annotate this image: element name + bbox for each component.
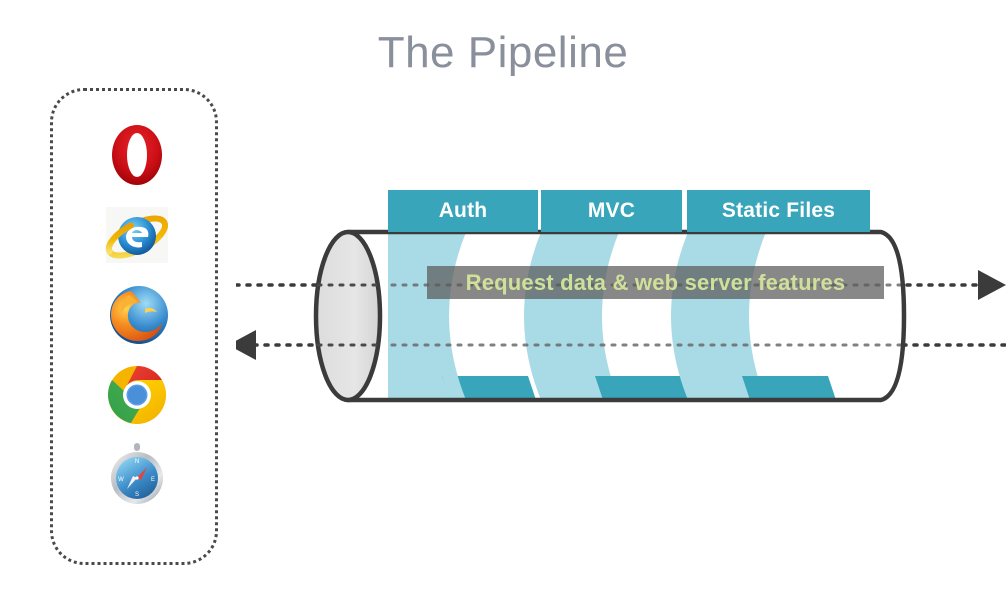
firefox-icon[interactable] xyxy=(101,279,173,351)
middleware-label-mvc[interactable]: MVC xyxy=(541,190,682,232)
request-banner-text: Request data & web server features xyxy=(465,269,846,295)
chrome-icon[interactable] xyxy=(101,359,173,431)
opera-icon[interactable] xyxy=(101,119,173,191)
pipeline-left-cap xyxy=(313,229,383,403)
svg-text:N: N xyxy=(135,459,139,465)
browser-group: N S W E xyxy=(50,88,218,565)
svg-text:E: E xyxy=(151,477,155,483)
page-title: The Pipeline xyxy=(377,28,629,77)
internet-explorer-icon[interactable] xyxy=(101,199,173,271)
safari-icon[interactable]: N S W E xyxy=(101,439,173,511)
pipeline-outline xyxy=(345,229,907,403)
browser-list: N S W E xyxy=(53,91,221,568)
middleware-label-static-files[interactable]: Static Files xyxy=(687,190,870,232)
svg-text:W: W xyxy=(118,477,124,483)
svg-text:S: S xyxy=(135,492,139,498)
request-banner: Request data & web server features xyxy=(427,266,884,299)
middleware-label-auth[interactable]: Auth xyxy=(388,190,538,232)
